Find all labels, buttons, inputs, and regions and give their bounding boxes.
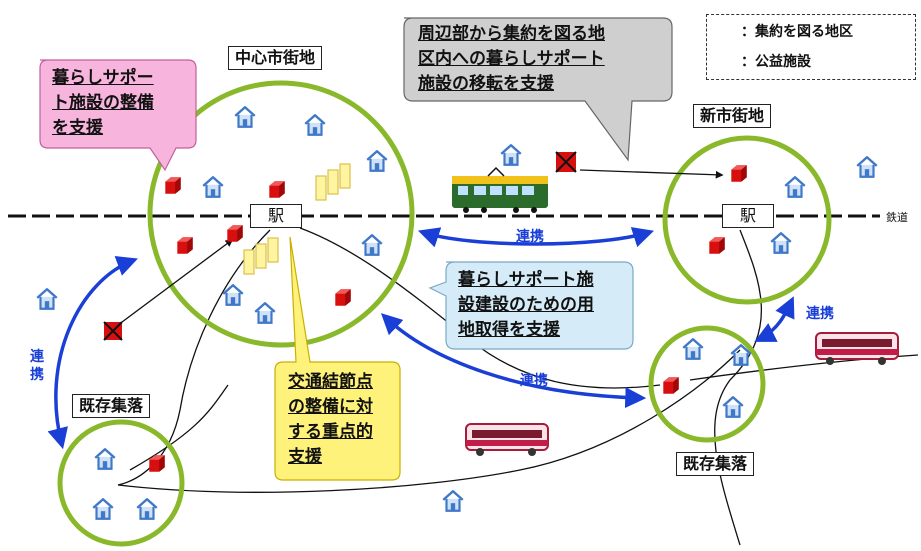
house-icon — [304, 114, 326, 136]
bus-icon — [465, 423, 549, 456]
house-icon — [366, 150, 388, 172]
train-icon — [452, 166, 548, 213]
legend-district-label: ：集約を図る地区 — [741, 24, 853, 40]
station-left-label: 駅 — [250, 204, 302, 228]
land-acquisition-callout: 暮らしサポート施 設建設のための用 地取得を支援 — [458, 268, 594, 343]
village-right-label: 既存集落 — [676, 452, 755, 476]
house-icon — [770, 232, 792, 254]
station-right-label: 駅 — [722, 204, 774, 228]
relocated-facilities — [103, 151, 577, 341]
house-icon — [36, 288, 58, 310]
link-label-top: 連携 — [516, 229, 544, 245]
facility-icon — [177, 237, 193, 254]
callout-shapes — [39, 17, 673, 481]
land-line-1: 暮らしサポート施 — [458, 270, 594, 290]
land-line-2: 設建設のための用 — [458, 295, 594, 315]
district-ring-central — [147, 80, 415, 348]
district-ring-village-right — [648, 325, 766, 443]
transport-hub-callout: 交通結節点 の整備に対 する重点的 支援 — [288, 370, 373, 470]
village-left-label: 既存集落 — [72, 394, 151, 418]
house-icon — [442, 490, 464, 512]
hub-line-4: 支援 — [288, 447, 322, 467]
bus-icon — [815, 332, 899, 365]
support-line-2: ト施設の整備 — [52, 93, 154, 113]
support-line-3: を支援 — [52, 118, 103, 138]
house-icon — [202, 176, 224, 198]
support-line-1: 暮らしサポー — [52, 68, 154, 88]
hub-line-1: 交通結節点 — [288, 372, 373, 392]
central-city-label: 中心市街地 — [228, 46, 323, 70]
district-ring-village-left — [57, 419, 185, 547]
house-icon — [784, 176, 806, 198]
house-icon — [682, 338, 704, 360]
house-icon — [856, 156, 878, 178]
hub-line-2: の整備に対 — [288, 397, 373, 417]
crossed-facility-icon — [103, 321, 123, 341]
house-icon — [254, 302, 276, 324]
house-icon — [222, 284, 244, 306]
legend-facility-label: ：公益施設 — [741, 54, 811, 70]
support-facilities-callout: 暮らしサポー ト施設の整備 を支援 — [52, 66, 154, 141]
new-city-label: 新市街地 — [693, 104, 772, 128]
railway-label: 鉄道 — [886, 209, 908, 225]
house-icon — [92, 498, 114, 520]
legend: ：集約を図る地区 ：公益施設 — [706, 14, 916, 80]
hub-line-3: する重点的 — [288, 422, 373, 442]
link-label-right: 連携 — [806, 306, 834, 322]
house-icon — [136, 498, 158, 520]
house-icon — [234, 106, 256, 128]
house-icon — [500, 144, 522, 166]
facility-icon — [335, 289, 351, 306]
facility-icon — [269, 181, 285, 198]
relocation-callout: 周辺部から集約を図る地 区内への暮らしサポート 施設の移転を支援 — [418, 22, 605, 97]
district-ring-new — [662, 135, 832, 305]
relocation-arrows — [121, 169, 724, 323]
link-label-left-vertical: 連携 — [30, 349, 44, 383]
crossed-facility-icon — [555, 151, 577, 173]
land-line-3: 地取得を支援 — [458, 320, 560, 340]
hub-buildings — [243, 163, 351, 275]
relocation-line-2: 区内への暮らしサポート — [418, 49, 605, 69]
facility-icon — [731, 165, 747, 182]
facility-icon — [227, 225, 243, 242]
relocation-line-1: 周辺部から集約を図る地 — [418, 24, 605, 44]
facility-icon — [663, 377, 679, 394]
facility-icon — [165, 177, 181, 194]
relocation-line-3: 施設の移転を支援 — [418, 74, 554, 94]
link-label-middle: 連携 — [520, 373, 548, 389]
link-arrows — [47, 227, 795, 450]
house-icon — [94, 448, 116, 470]
house-icon — [361, 234, 383, 256]
house-icon — [722, 396, 744, 418]
facility-icon — [709, 237, 725, 254]
